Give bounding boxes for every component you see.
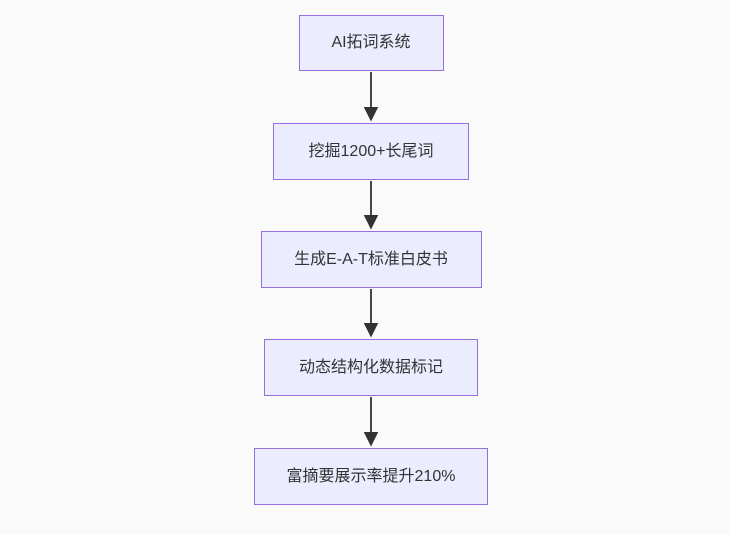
flow-node-label: 富摘要展示率提升210% xyxy=(286,467,456,485)
flow-node-label: 挖掘1200+长尾词 xyxy=(308,142,434,160)
flow-node-label: 生成E-A-T标准白皮书 xyxy=(294,250,448,268)
flow-node-n5: 富摘要展示率提升210% xyxy=(254,448,488,505)
flow-node-n1: AI拓词系统 xyxy=(298,15,444,71)
flow-node-n4: 动态结构化数据标记 xyxy=(264,339,478,396)
flow-node-n2: 挖掘1200+长尾词 xyxy=(273,123,469,180)
flow-node-label: AI拓词系统 xyxy=(331,34,411,52)
flow-node-label: 动态结构化数据标记 xyxy=(298,358,443,376)
flow-node-n3: 生成E-A-T标准白皮书 xyxy=(260,231,482,288)
